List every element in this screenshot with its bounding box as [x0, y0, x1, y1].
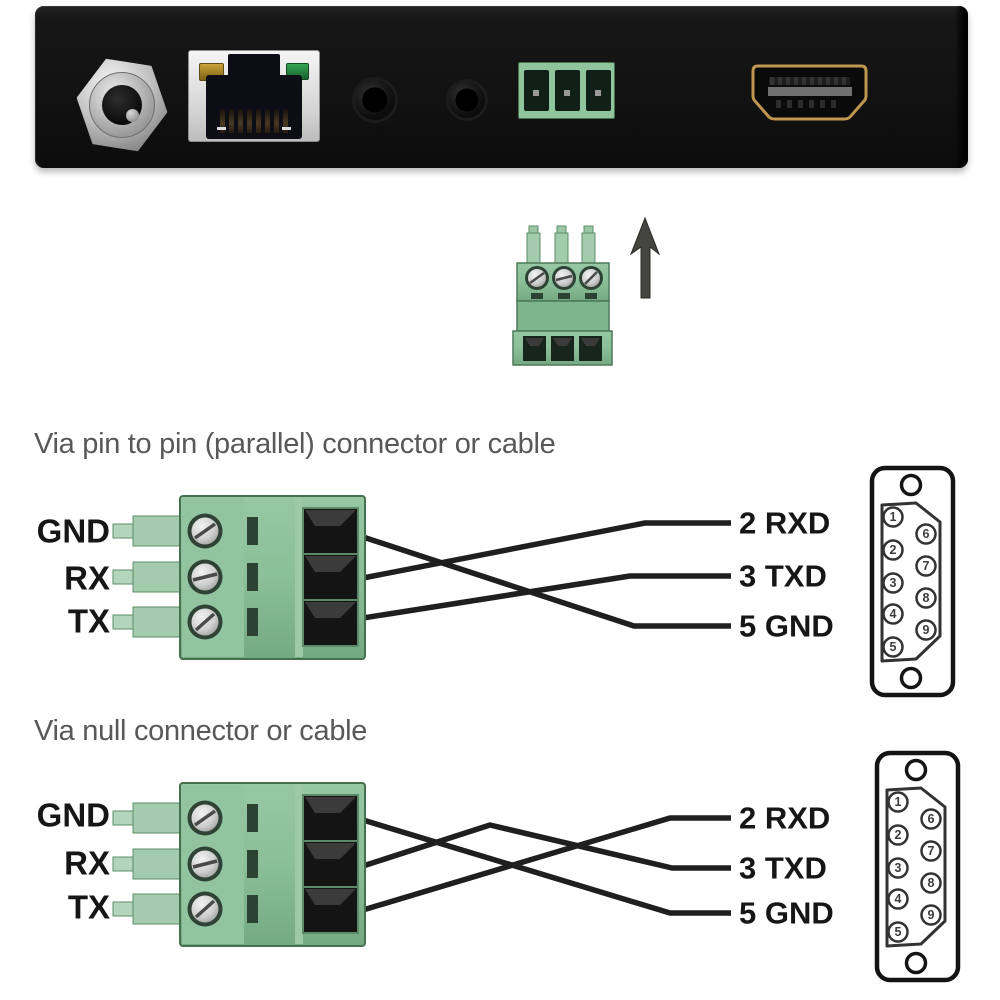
rj45-pin [238, 109, 243, 133]
terminal-pin-label-rx: RX [64, 845, 110, 882]
terminal-block-graphic [111, 781, 367, 948]
audio-jack-hole [455, 88, 479, 112]
rj45-pin [229, 109, 234, 133]
rj45-ethernet-port [188, 50, 320, 142]
db9-pin-label-gnd: 5 GND [739, 896, 834, 931]
power-jack-center-pin [126, 109, 139, 122]
terminal-pin-label-gnd: GND [37, 797, 110, 834]
wire-tx [362, 573, 731, 621]
wires [362, 520, 731, 629]
section-2-title: Via null connector or cable [34, 715, 368, 747]
terminal-block-graphic [111, 494, 367, 661]
terminal-pin-label-tx: TX [68, 889, 110, 926]
rj45-pin [220, 109, 225, 133]
wire-tx [362, 815, 731, 913]
rj45-pin [265, 109, 270, 133]
db9-pin-label-rxd: 2 RXD [739, 506, 830, 541]
db9-connector-graphic [872, 468, 953, 695]
wire-gnd [362, 817, 731, 916]
rj45-pin [274, 109, 279, 133]
rj45-bracket-mark [282, 127, 291, 130]
audio-jack-left [352, 77, 398, 123]
up-arrow-icon [629, 216, 661, 299]
wires [362, 815, 731, 916]
socket-hole [586, 70, 611, 111]
socket-hole [524, 70, 549, 111]
plug-screws [525, 266, 603, 290]
db9-connector-graphic [877, 753, 958, 980]
terminal-pin-label-rx: RX [64, 560, 110, 597]
socket-hole [555, 70, 580, 111]
hdmi-pins [768, 77, 852, 108]
audio-jack-hole [362, 87, 388, 113]
db9-pin-label-txd: 3 TXD [739, 851, 827, 886]
terminal-pin-label-tx: TX [68, 603, 110, 640]
rj45-pin [247, 109, 252, 133]
plug-top-pins [526, 225, 596, 265]
db9-pin-label-rxd: 2 RXD [739, 801, 830, 836]
wire-rx [362, 822, 731, 871]
db9-pin-label-gnd: 5 GND [739, 609, 834, 644]
rj45-cavity [206, 75, 302, 139]
db9-pin-label-txd: 3 TXD [739, 559, 827, 594]
rj45-pin [283, 109, 288, 133]
panel-side-edge [955, 6, 968, 168]
wire-gnd [362, 534, 731, 629]
rj45-pin [256, 109, 261, 133]
device-rear-panel [35, 6, 968, 168]
hdmi-port [751, 64, 868, 121]
plug-wire-holes [523, 336, 602, 361]
rj45-bracket-mark [217, 127, 226, 130]
wiring-diagram-null: GND RX TX 2 RXD 3 TXD 5 GND [37, 740, 1000, 1000]
wire-rx [362, 520, 731, 581]
dc-power-jack [76, 59, 168, 151]
terminal-pin-label-gnd: GND [37, 513, 110, 550]
audio-jack-right [446, 79, 488, 121]
terminal-plug-connector [512, 216, 661, 366]
section-1-title: Via pin to pin (parallel) connector or c… [34, 428, 556, 460]
wiring-diagram-parallel: GND RX TX 2 RXD 3 TXD 5 GND [37, 455, 1000, 705]
terminal-block-socket [518, 62, 615, 119]
